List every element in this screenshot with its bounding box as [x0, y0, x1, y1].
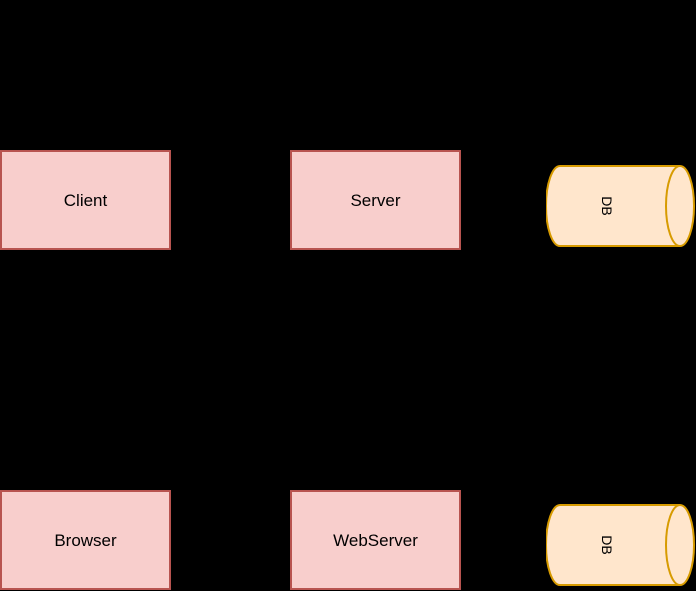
db-bottom-label: DB: [599, 535, 615, 554]
db-bottom-cylinder[interactable]: DB: [546, 504, 695, 586]
client-node[interactable]: Client: [0, 150, 171, 250]
database-cylinder-cap-icon: [665, 504, 695, 586]
webserver-label: WebServer: [333, 530, 418, 550]
database-cylinder-icon: [546, 165, 680, 247]
browser-node[interactable]: Browser: [0, 490, 171, 590]
server-node[interactable]: Server: [290, 150, 461, 250]
db-top-label: DB: [599, 196, 615, 215]
client-label: Client: [63, 190, 108, 210]
database-cylinder-icon: [546, 504, 680, 586]
database-cylinder-cap-icon: [665, 165, 695, 247]
webserver-node[interactable]: WebServer: [290, 490, 461, 590]
db-top-cylinder[interactable]: DB: [546, 165, 695, 247]
browser-label: Browser: [54, 530, 117, 550]
server-label: Server: [350, 190, 401, 210]
